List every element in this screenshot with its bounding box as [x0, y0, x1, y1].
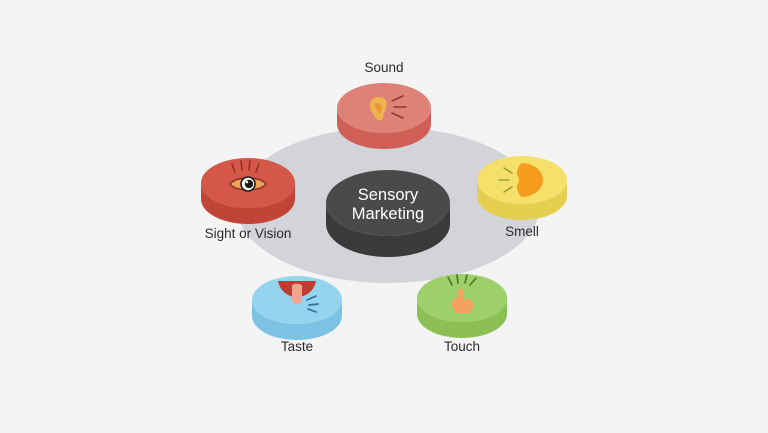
node-taste[interactable]: Taste — [252, 276, 342, 354]
smell-disc-side — [477, 180, 567, 220]
center-disc-side — [326, 203, 450, 257]
sight-disc-side — [201, 183, 295, 224]
touch-disc-side — [417, 298, 507, 338]
taste-disc-side — [252, 300, 342, 340]
hand-icon — [447, 274, 477, 313]
node-touch[interactable]: Touch — [417, 274, 507, 354]
tongue-icon — [278, 281, 319, 313]
eye-icon — [229, 160, 267, 192]
node-smell[interactable]: Smell — [477, 156, 567, 239]
node-sight[interactable]: Sight or Vision — [201, 158, 295, 241]
node-label-sound: Sound — [364, 60, 403, 75]
center-node[interactable]: Sensory Marketing — [326, 170, 450, 257]
node-label-touch: Touch — [444, 339, 480, 354]
center-disc-top — [326, 170, 450, 236]
node-sound[interactable]: Sound — [337, 60, 431, 149]
node-label-sight: Sight or Vision — [205, 226, 292, 241]
node-label-smell: Smell — [505, 224, 539, 239]
ear-icon — [369, 95, 407, 121]
node-label-taste: Taste — [281, 339, 313, 354]
center-label-line2: Marketing — [352, 205, 424, 223]
sound-disc-side — [337, 108, 431, 149]
nose-icon — [498, 163, 543, 197]
center-label-line1: Sensory — [358, 186, 419, 204]
